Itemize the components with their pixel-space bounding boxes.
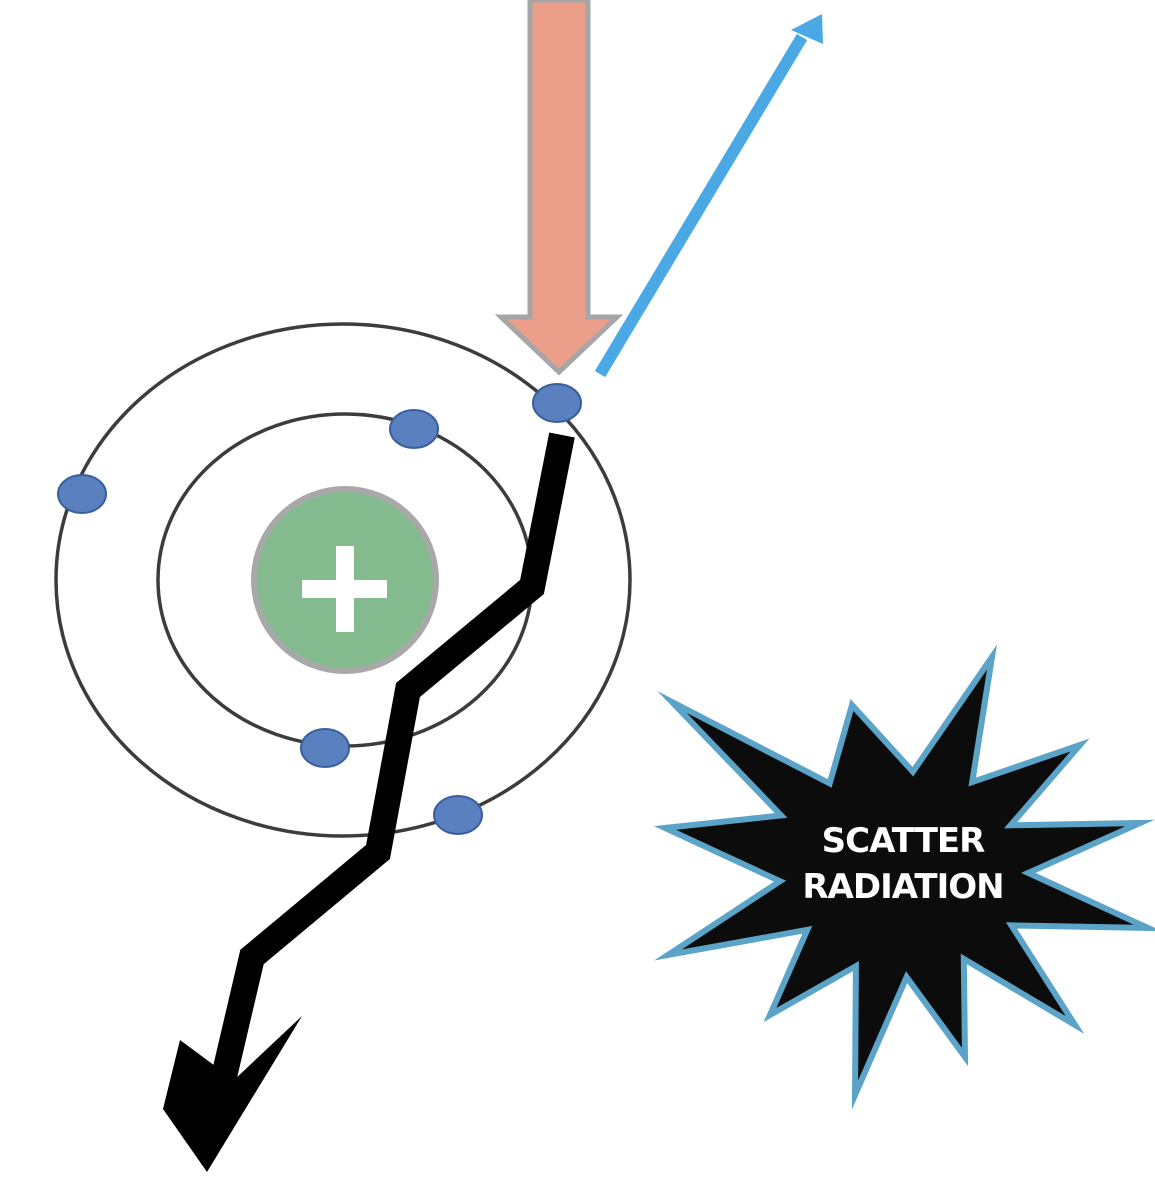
- starburst-shape: [653, 644, 1155, 1110]
- burst-label-line1: SCATTER: [822, 821, 986, 861]
- electron: [532, 383, 582, 423]
- electron: [433, 795, 483, 835]
- nucleus: [251, 486, 439, 674]
- electron: [300, 728, 350, 768]
- scatter-radiation-burst: SCATTER RADIATION: [653, 644, 1155, 1110]
- plus-icon: [302, 546, 387, 632]
- electron: [389, 409, 439, 449]
- electron: [57, 474, 107, 514]
- ejected-electron-arrowhead: [163, 1016, 302, 1172]
- scattered-photon-arrow: [594, 14, 823, 378]
- burst-label-line2: RADIATION: [802, 867, 1003, 907]
- incident-photon-arrow: [494, 0, 624, 376]
- ejected-electron-path: [163, 432, 575, 1172]
- outer-orbit: [54, 322, 632, 838]
